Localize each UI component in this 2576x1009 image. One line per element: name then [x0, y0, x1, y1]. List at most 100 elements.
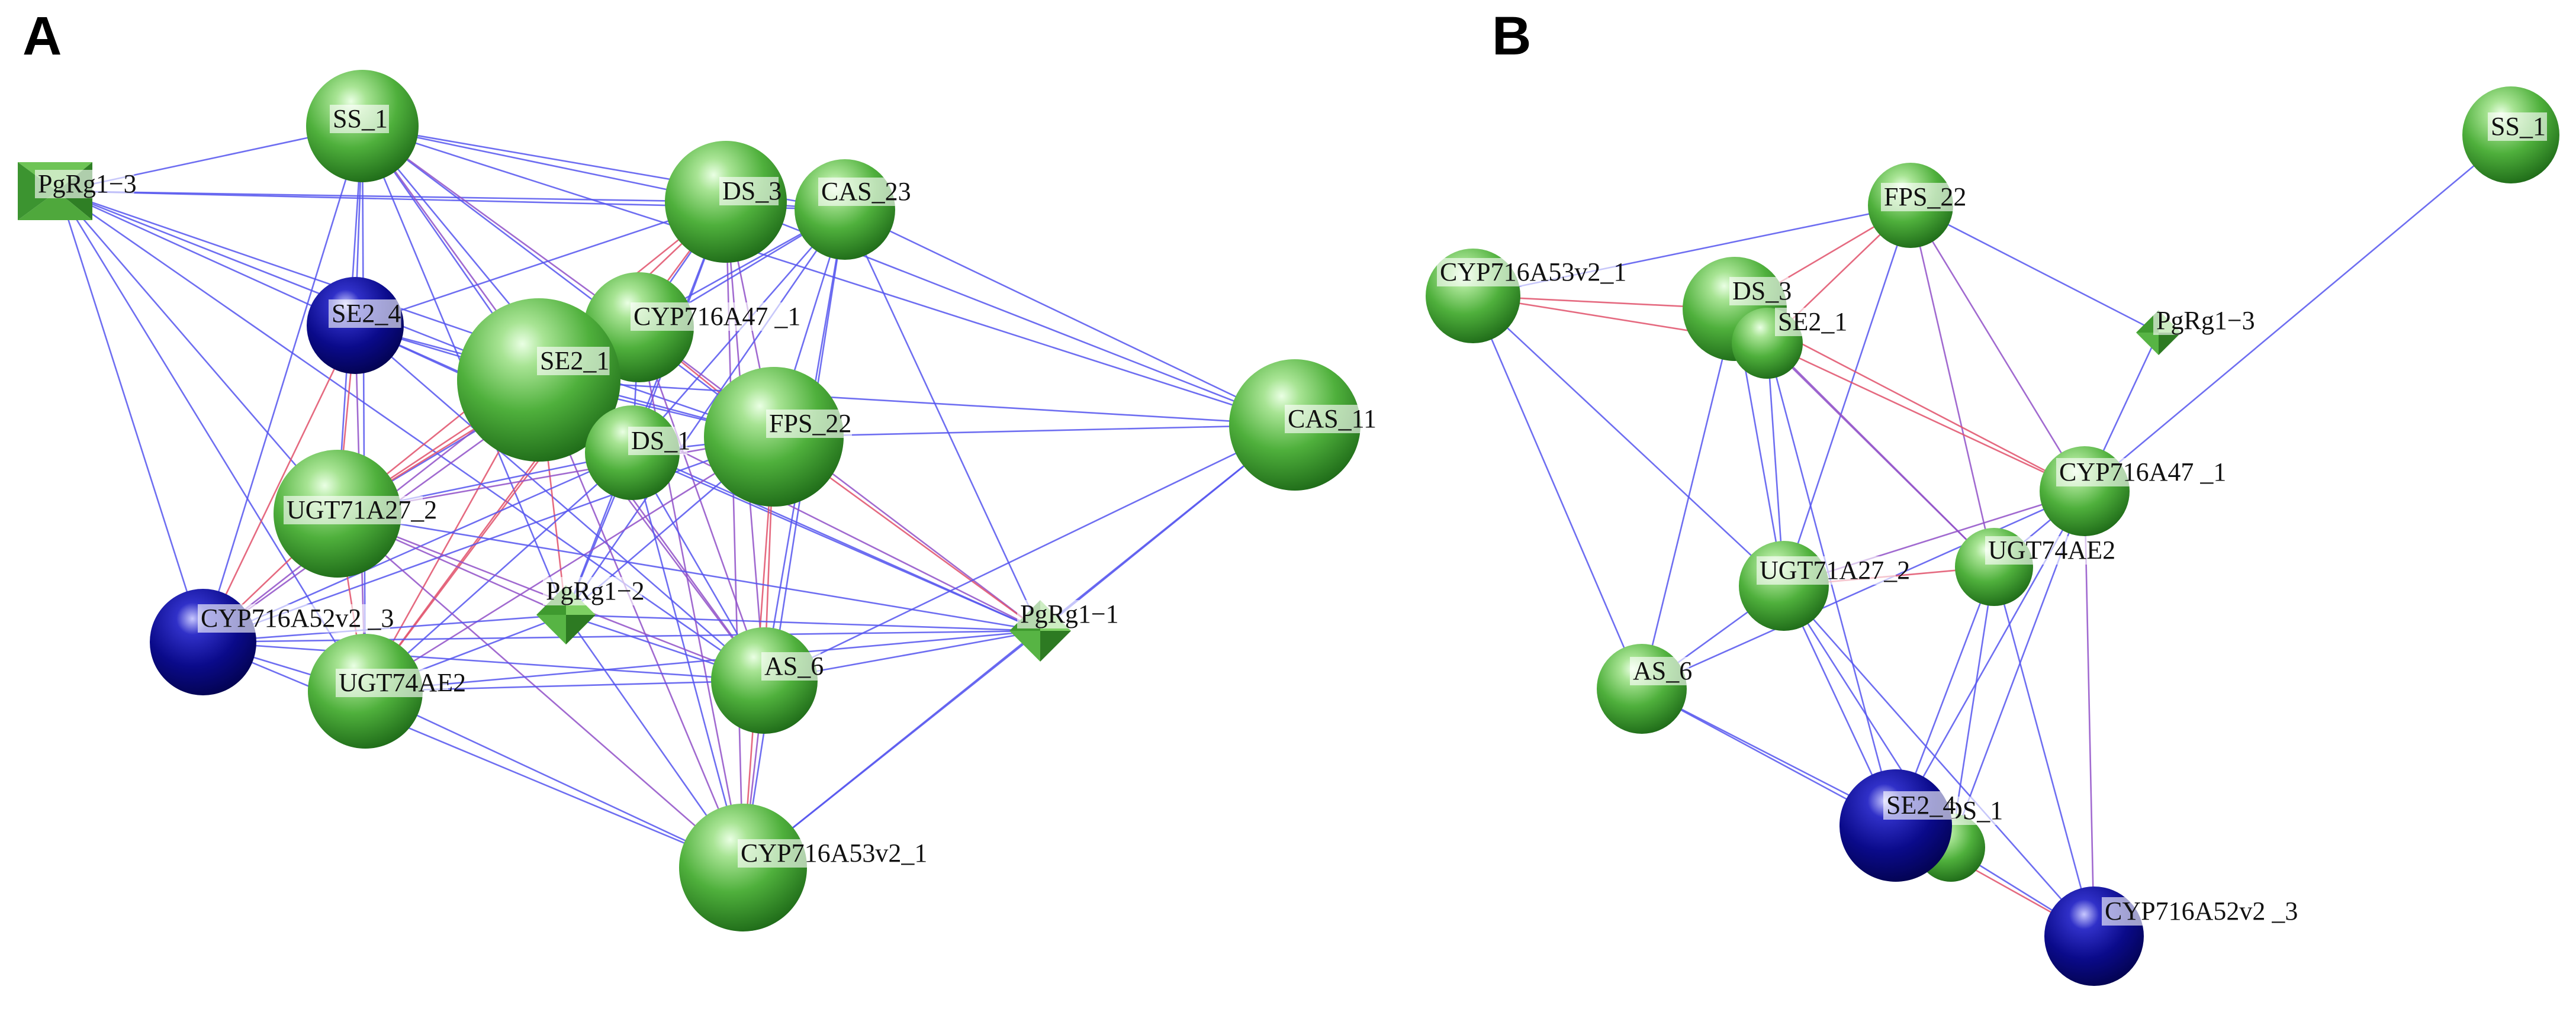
edge-a-ds-1-ugt74ae2 [365, 452, 633, 692]
node-label: SE2_4 [1886, 791, 1956, 820]
edge-a-se2-1-cas-11 [538, 379, 1295, 426]
node-label: PgRg1−1 [1020, 599, 1119, 628]
pyramid-face [1040, 631, 1071, 662]
edge-a-se2-4-cyp716a52v2-3 [202, 325, 356, 643]
node-label-background [1729, 277, 1789, 305]
node-label-background [1630, 657, 1689, 685]
edge-a-pgrg1-3-se2-4 [59, 190, 356, 327]
panel-a-letter: A [22, 6, 62, 66]
node-label: SE2_4 [332, 299, 401, 328]
node-label-background [2153, 307, 2253, 335]
edge-a-pgrg1-3-cyp716a52v2-3 [58, 191, 204, 643]
node-a-ugt74ae2: UGT74AE2 [308, 634, 466, 749]
node-a-fps-22: FPS_22 [704, 367, 852, 507]
sphere-node [1739, 541, 1829, 631]
edge-b-ugt74ae2-cyp716a52v2-3 [1993, 566, 2095, 937]
edge-a-ss-1-cyp716a47-1 [362, 125, 639, 328]
edge-a-ss-1-ugt74ae2 [361, 125, 366, 692]
node-label: FPS_22 [769, 409, 851, 438]
node-label: SS_1 [333, 104, 388, 133]
node-label: DS_3 [722, 176, 782, 205]
panel-a-edges [58, 125, 1295, 869]
edge-b-se2-1-cyp716a47-1 [1767, 342, 2085, 492]
node-a-pgrg1-1: PgRg1−1 [1009, 599, 1119, 662]
pyramid-face [566, 615, 596, 644]
edge-a-cyp716a52v2-3-cyp716a53v2-1 [202, 641, 744, 869]
edge-a-ugt74ae2-cyp716a53v2-1 [365, 690, 744, 869]
edge-a-cas-23-pgrg1-2 [565, 209, 846, 615]
node-b-ss-1: SS_1 [2462, 86, 2559, 183]
node-label-background [2488, 112, 2547, 141]
edge-a-pgrg1-3-fps-22 [59, 190, 774, 438]
node-label: DS_3 [1732, 276, 1792, 305]
edge-a-ss-1-cas-11 [362, 125, 1295, 426]
pyramid-face [2136, 333, 2159, 355]
edge-b-fps-22-ugt71a27-2 [1783, 205, 1912, 586]
sphere-node [795, 159, 895, 260]
edge-b-cyp716a47-1-cyp716a52v2-3 [2083, 491, 2095, 937]
node-label: CYP716A53v2_1 [1440, 257, 1626, 286]
node-label: PgRg1−2 [546, 576, 645, 605]
node-b-pgrg1-3: PgRg1−3 [2136, 306, 2255, 355]
node-label: UGT74AE2 [1988, 536, 2115, 565]
pyramid-face [2159, 333, 2181, 355]
node-label-background [329, 299, 401, 328]
node-label: CAS_23 [821, 177, 911, 206]
edge-a-ugt71a27-2-cyp716a53v2-1 [337, 513, 744, 868]
node-a-cas-11: CAS_11 [1229, 359, 1377, 491]
node-label: UGT71A27_2 [287, 495, 437, 524]
node-label-background [719, 177, 779, 205]
node-b-fps-22: FPS_22 [1868, 163, 1967, 248]
edge-a-ss-1-fps-22 [362, 125, 774, 438]
edge-a-ss-1-ds-3 [362, 125, 726, 203]
node-label-background [537, 347, 610, 375]
pyramid-face [2136, 310, 2159, 333]
sphere-node [1839, 769, 1952, 882]
edge-a-ugt71a27-2-pgrg1-1 [337, 512, 1041, 632]
node-label-background [1437, 258, 1616, 286]
node-label-background [631, 302, 796, 331]
edge-a-cas-11-as-6 [764, 424, 1295, 682]
edge-b-cyp716a53v2-1-ugt71a27-2 [1472, 295, 1784, 586]
node-a-cyp716a52v2-3: CYP716A52v2 _3 [150, 589, 394, 695]
node-label-background [1285, 405, 1371, 433]
node-label: AS_6 [1633, 656, 1692, 685]
node-b-cyp716a52v2-3: CYP716A52v2 _3 [2044, 886, 2298, 986]
node-label-background [766, 410, 852, 438]
edge-a-cyp716a52v2-3-as-6 [202, 641, 765, 682]
edge-a-ds-1-pgrg1-1 [632, 452, 1041, 632]
node-label: SS_1 [2491, 112, 2546, 141]
node-a-ss-1: SS_1 [306, 70, 419, 182]
node-label: UGT71A27_2 [1760, 556, 1910, 585]
node-label-background [1985, 536, 2098, 565]
node-label: CYP716A52v2 _3 [201, 604, 394, 633]
node-label-background [284, 496, 423, 524]
panel-b-letter: B [1492, 6, 1531, 66]
node-label-background [1775, 308, 1848, 336]
edge-b-fps-22-cyp716a47-1 [1909, 205, 2086, 492]
edge-a-se2-1-cyp716a53v2-1 [538, 379, 744, 868]
node-a-pgrg1-3: PgRg1−3 [18, 162, 137, 220]
node-a-se2-4: SE2_4 [307, 277, 404, 374]
edge-a-ds-3-se2-4 [355, 201, 726, 327]
node-b-cyp716a53v2-1: CYP716A53v2_1 [1426, 249, 1626, 343]
node-label-background [628, 427, 687, 455]
node-label: DS_1 [631, 426, 690, 455]
node-label: CYP716A47 _1 [633, 302, 800, 331]
node-label: CYP716A47 _1 [2059, 457, 2226, 486]
edge-b-ds-3-as-6 [1641, 308, 1736, 689]
node-label-background [738, 839, 917, 868]
edge-a-cas-23-cyp716a53v2-1 [742, 209, 846, 868]
node-label-background [35, 170, 134, 198]
edge-a-pgrg1-1-ugt74ae2 [365, 630, 1041, 692]
node-a-cyp716a53v2-1: CYP716A53v2_1 [679, 804, 927, 931]
node-label: UGT74AE2 [339, 668, 466, 697]
node-a-ugt71a27-2: UGT71A27_2 [274, 450, 437, 578]
edge-b-ugt71a27-2-cyp716a52v2-3 [1783, 585, 2095, 937]
node-label-background [1883, 791, 1956, 820]
node-a-ds-1: DS_1 [585, 405, 690, 500]
node-a-pgrg1-2: PgRg1−2 [536, 576, 645, 644]
pyramid-face [1009, 631, 1040, 662]
